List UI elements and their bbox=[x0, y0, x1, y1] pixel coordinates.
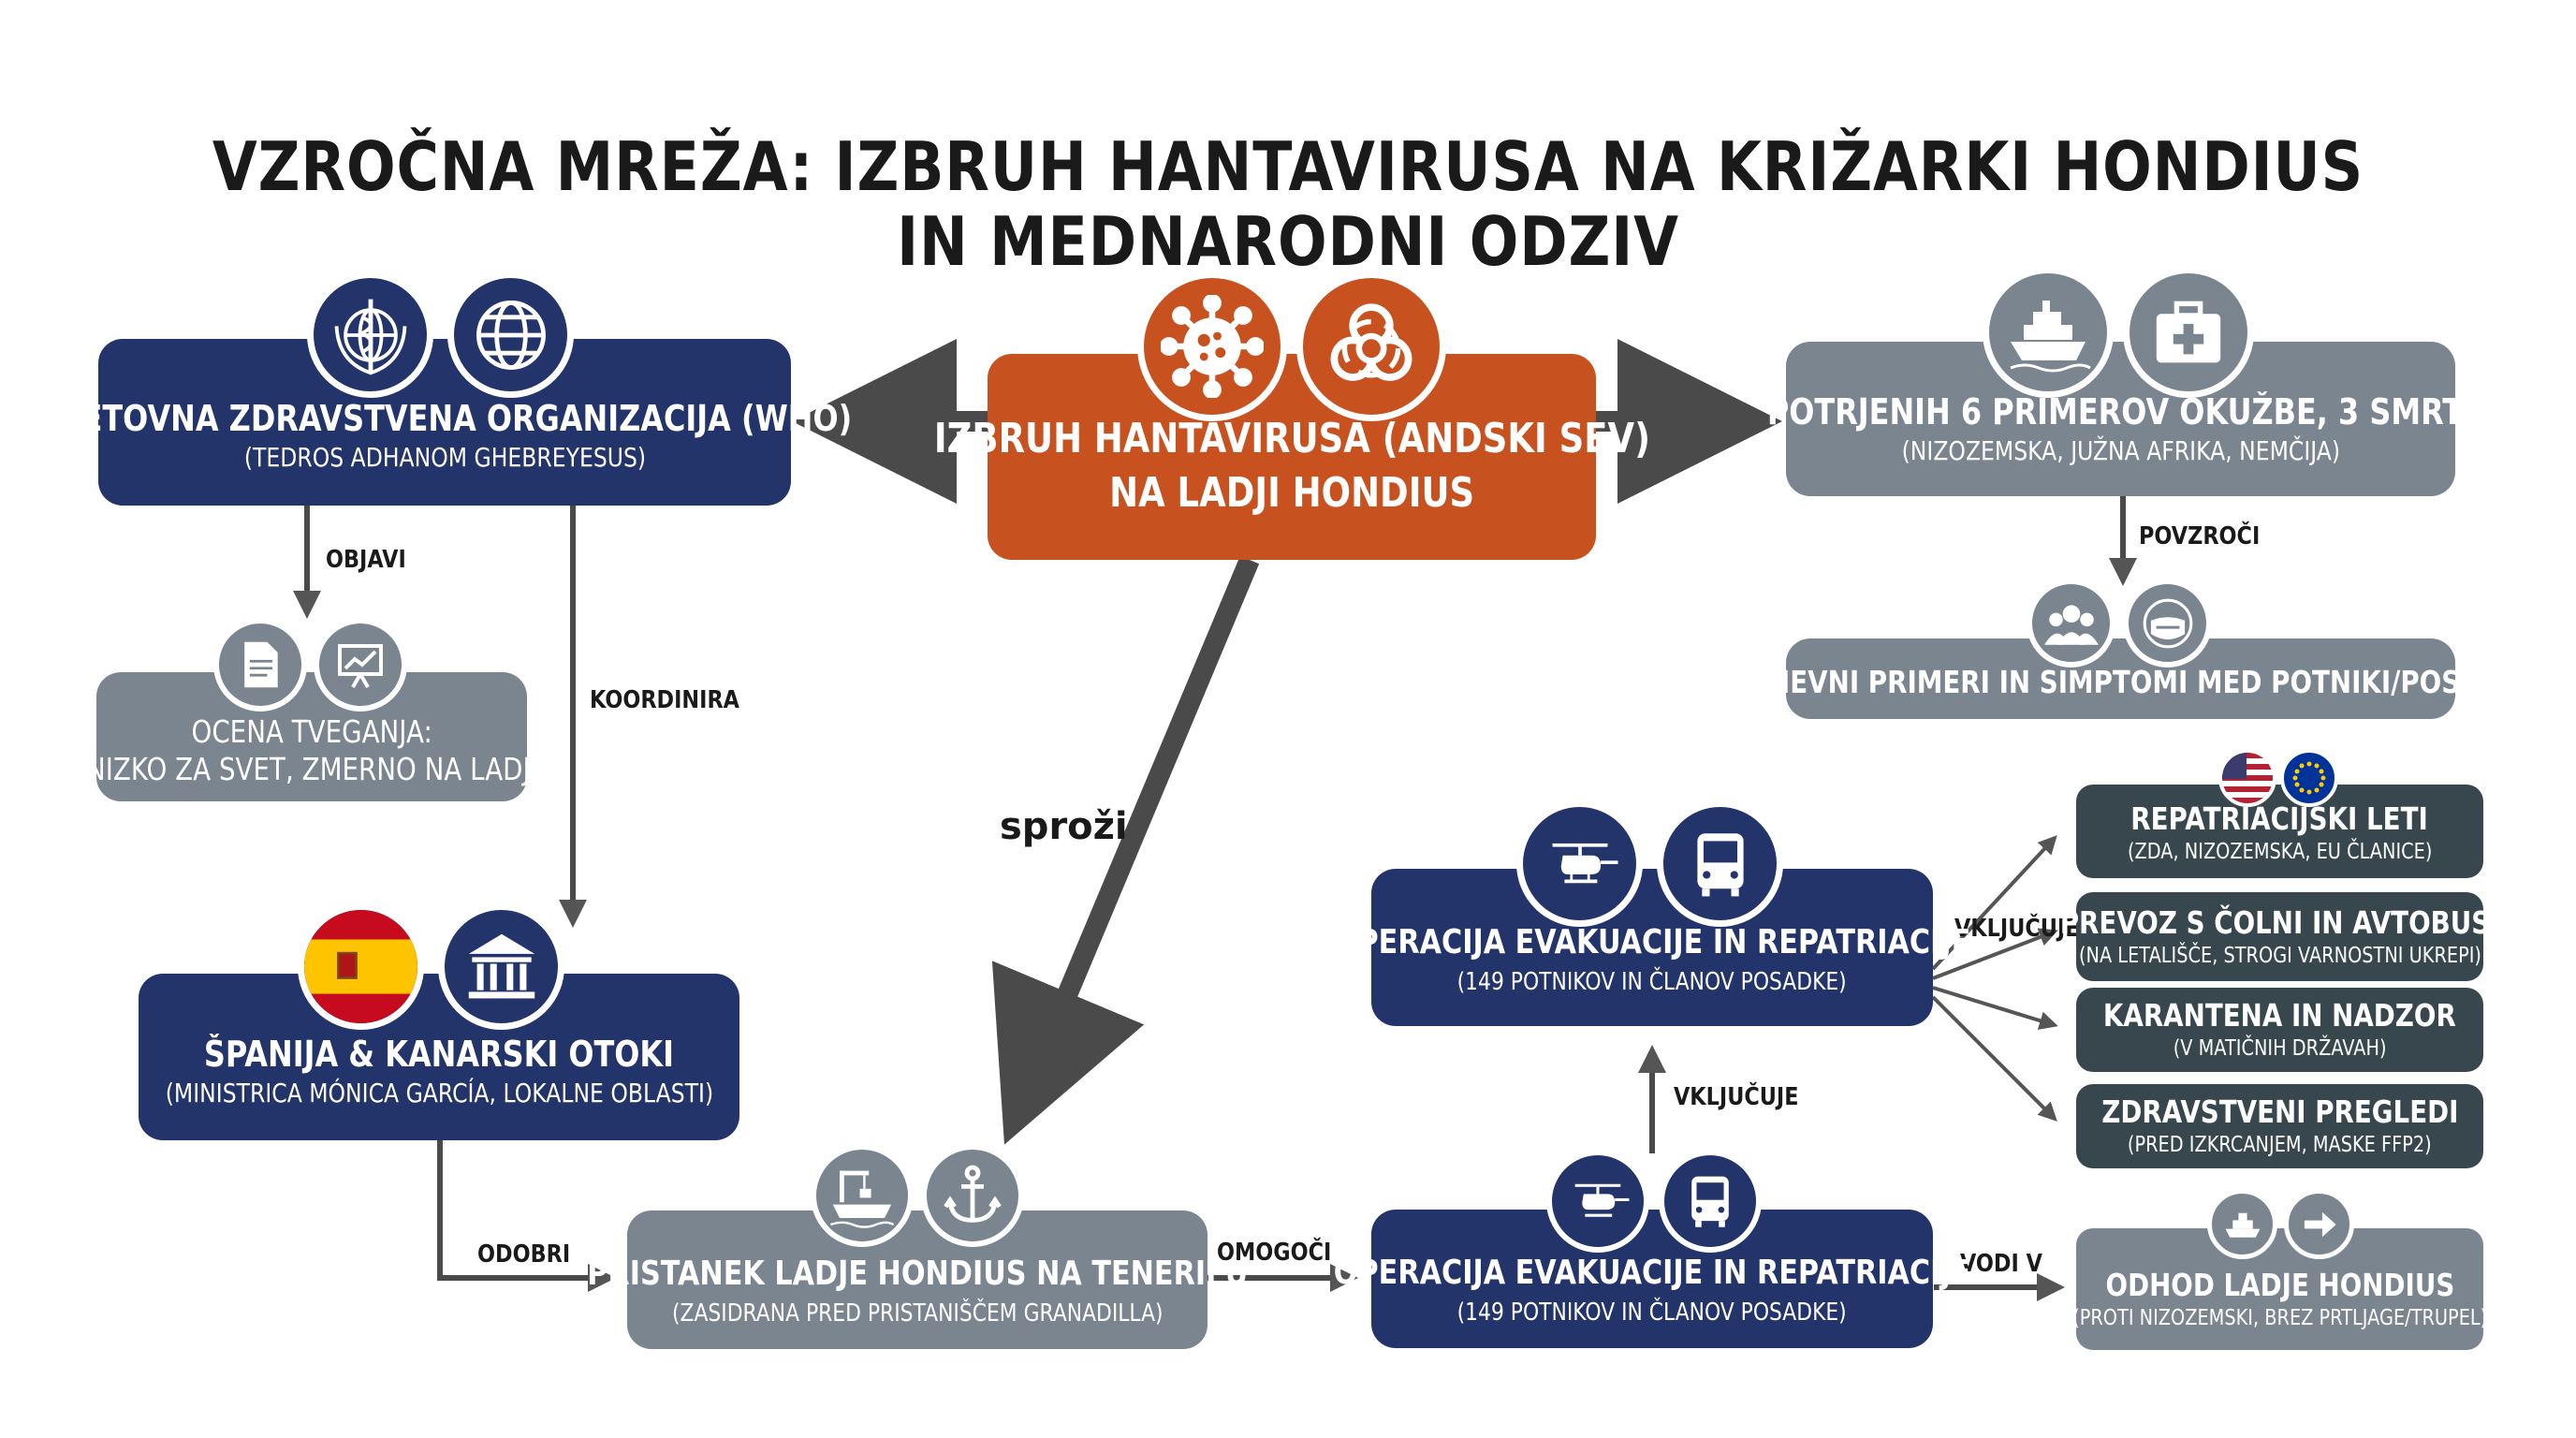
cruise-ship-icon bbox=[1983, 267, 2114, 398]
node-who: SVETOVNA ZDRAVSTVENA ORGANIZACIJA (WHO) … bbox=[37, 339, 852, 506]
bus-icon bbox=[1657, 800, 1783, 927]
node-suspected-cases: DOMNEVNI PRIMERI IN SIMPTOMI MED POTNIKI… bbox=[1699, 638, 2542, 719]
arrow-center-to-docking bbox=[991, 555, 1260, 1145]
edge-label-odobri: ODOBRI bbox=[477, 1240, 571, 1269]
edge-label-vodi-v: VODI V bbox=[1960, 1250, 2042, 1278]
node-evacuation-lower: OPERACIJA EVAKUACIJE IN REPATRIACIJE (14… bbox=[1334, 1210, 1970, 1348]
edge-label-omogoci: OMOGOČI bbox=[1217, 1239, 1332, 1267]
medical-kit-icon bbox=[2123, 267, 2254, 398]
edge-label-vkljucuje-right: VKLJUČUJE bbox=[1954, 915, 2080, 943]
node-risk-assessment: OCENA TVEGANJA: NIZKO ZA SVET, ZMERNO NA… bbox=[86, 672, 537, 801]
node-repatriation-flights: REPATRIACIJSKI LETI (ZDA, NIZOZEMSKA, EU… bbox=[2076, 785, 2483, 878]
edge-label-sprozi: sproži bbox=[1000, 805, 1128, 848]
node-ship-departure: ODHOD LADJE HONDIUS (PROTI NIZOZEMSKI, B… bbox=[2072, 1228, 2487, 1350]
node-health-checks: ZDRAVSTVENI PREGLEDI (PRED IZKRCANJEM, M… bbox=[2076, 1084, 2483, 1168]
arrow-to-checks bbox=[1931, 995, 2057, 1122]
node-outbreak: IZBRUH HANTAVIRUSA (ANDSKI SEV) NA LADJI… bbox=[933, 354, 1650, 560]
arrow-to-quarantine bbox=[1932, 986, 2058, 1030]
eu-flag-icon bbox=[2280, 749, 2338, 807]
arrow-to-flights bbox=[1931, 835, 2057, 971]
node-evacuation-upper: OPERACIJA EVAKUACIJE IN REPATRIACIJE (14… bbox=[1334, 869, 1970, 1026]
arrow-odobri bbox=[437, 1140, 616, 1292]
arrow-right-icon bbox=[2284, 1189, 2354, 1259]
node-quarantine: KARANTENA IN NADZOR (V MATIČNIH DRŽAVAH) bbox=[2076, 988, 2483, 1072]
presentation-chart-icon bbox=[314, 618, 407, 712]
biohazard-icon bbox=[1296, 271, 1446, 421]
anchor-icon bbox=[921, 1144, 1024, 1247]
page-title: VZROČNA MREŽA: IZBRUH HANTAVIRUSA NA KRI… bbox=[212, 127, 2364, 281]
edge-label-povzroci: POVZROČI bbox=[2139, 522, 2261, 550]
arrow-to-transfer bbox=[1932, 928, 2058, 980]
document-icon bbox=[213, 618, 307, 712]
virus-icon bbox=[1137, 271, 1287, 421]
face-mask-icon bbox=[2123, 579, 2212, 668]
ship-crane-icon bbox=[811, 1144, 914, 1247]
edge-label-vkljucuje-up: VKLJUČUJE bbox=[1674, 1083, 1799, 1111]
helicopter-icon bbox=[1546, 1150, 1649, 1253]
node-spain: ŠPANIJA & KANARSKI OTOKI (MINISTRICA MÓN… bbox=[139, 974, 739, 1140]
globe-icon bbox=[447, 271, 574, 398]
edge-label-koordinira: KOORDINIRA bbox=[590, 686, 740, 714]
node-boat-bus-transfer: PREVOZ S ČOLNI IN AVTOBUSI (NA LETALIŠČE… bbox=[2060, 892, 2499, 981]
government-building-icon bbox=[438, 903, 564, 1030]
who-emblem-icon bbox=[307, 271, 433, 398]
people-group-icon bbox=[2027, 579, 2115, 668]
bus-icon bbox=[1659, 1150, 1762, 1253]
usa-flag-icon bbox=[2218, 749, 2276, 807]
ship-icon bbox=[2207, 1189, 2277, 1259]
edge-label-objavi: OBJAVI bbox=[326, 546, 406, 574]
node-docking: PRISTANEK LADJE HONDIUS NA TENERIFU (ZAS… bbox=[587, 1211, 1248, 1349]
node-confirmed-cases: POTRJENIH 6 PRIMEROV OKUŽBE, 3 SMRTI (NI… bbox=[1767, 342, 2474, 496]
spain-flag-icon bbox=[298, 903, 424, 1030]
helicopter-icon bbox=[1516, 800, 1643, 927]
